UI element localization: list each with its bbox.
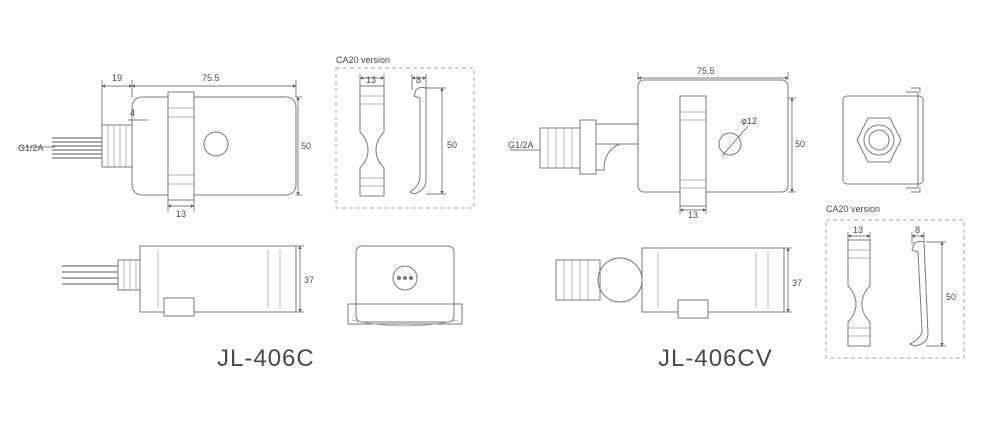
ca20-right-clip-side bbox=[908, 240, 929, 347]
mounting-clip bbox=[167, 91, 195, 201]
jl406cv-end-view bbox=[842, 87, 924, 193]
cv-side-body bbox=[641, 247, 785, 313]
ca20-frame bbox=[335, 67, 475, 209]
side-body bbox=[139, 245, 297, 313]
ca20-left-detail: CA20 version 13 8 50 bbox=[335, 55, 475, 209]
cv-end-body bbox=[842, 95, 924, 185]
wires bbox=[52, 137, 102, 159]
side-thread bbox=[117, 259, 141, 291]
ca20-right-detail: CA20 version 13 8 50 bbox=[825, 204, 965, 359]
cv-dim-clip-width: 13 bbox=[688, 210, 698, 220]
cv-thread bbox=[539, 127, 581, 169]
ca20-clip-front bbox=[359, 85, 385, 197]
ca20-thickness: 8 bbox=[416, 75, 421, 85]
ca20-right-clip-front bbox=[847, 239, 871, 347]
ca20-right-thickness: 8 bbox=[915, 225, 920, 235]
cv-thread-label: G1/2A bbox=[508, 140, 534, 150]
end-flange bbox=[347, 303, 463, 325]
model-name-left: JL-406C bbox=[217, 345, 315, 372]
cv-clip bbox=[679, 95, 707, 207]
thread-label: G1/2A bbox=[18, 143, 44, 153]
ca20-width: 13 bbox=[366, 75, 376, 85]
cv-side-valve bbox=[597, 257, 643, 303]
sensor-body bbox=[131, 96, 297, 196]
cv-valve-stem bbox=[595, 123, 639, 145]
cv-dim-length: 75.5 bbox=[697, 66, 715, 76]
cv-side-clip bbox=[677, 299, 709, 319]
ca20-title-right: CA20 version bbox=[826, 204, 880, 214]
dim-length: 75.5 bbox=[202, 73, 220, 83]
ca20-frame-right bbox=[825, 219, 965, 359]
dim-depth: 37 bbox=[304, 275, 314, 285]
end-body bbox=[355, 245, 455, 323]
ca20-right-width: 13 bbox=[853, 225, 863, 235]
sensor-window bbox=[203, 131, 229, 157]
thread-fitting bbox=[101, 124, 133, 168]
jl406cv-side-view: 37 bbox=[555, 247, 802, 319]
ca20-title: CA20 version bbox=[336, 55, 390, 65]
dim-height: 50 bbox=[301, 141, 311, 151]
cv-dim-depth: 37 bbox=[792, 278, 802, 288]
cv-side-thread bbox=[555, 259, 601, 301]
dim-step: 4 bbox=[130, 108, 135, 118]
ca20-height: 50 bbox=[447, 140, 457, 150]
cv-dim-height: 50 bbox=[795, 139, 805, 149]
cv-hex-icon bbox=[856, 117, 902, 163]
jl406c-side-view: 37 bbox=[62, 245, 314, 317]
jl406cv-top-view: 75.5 φ12 50 13 G1/2A bbox=[508, 66, 805, 220]
jl406c-top-view: 19 75.5 4 G1/2A 50 13 bbox=[18, 73, 311, 219]
ca20-clip-side bbox=[408, 86, 427, 195]
cv-hex-nut bbox=[579, 119, 597, 175]
dim-offset: 19 bbox=[112, 73, 122, 83]
dim-clip-width: 13 bbox=[176, 209, 186, 219]
side-wires bbox=[62, 265, 118, 285]
cv-body bbox=[637, 79, 789, 193]
connector-icon bbox=[392, 265, 418, 291]
jl406c-end-view bbox=[347, 245, 463, 327]
side-clip bbox=[163, 297, 195, 317]
cv-sensor-window bbox=[718, 132, 742, 156]
cv-dim-hole: φ12 bbox=[741, 116, 757, 126]
ca20-right-height: 50 bbox=[946, 292, 956, 302]
model-name-right: JL-406CV bbox=[658, 345, 773, 372]
